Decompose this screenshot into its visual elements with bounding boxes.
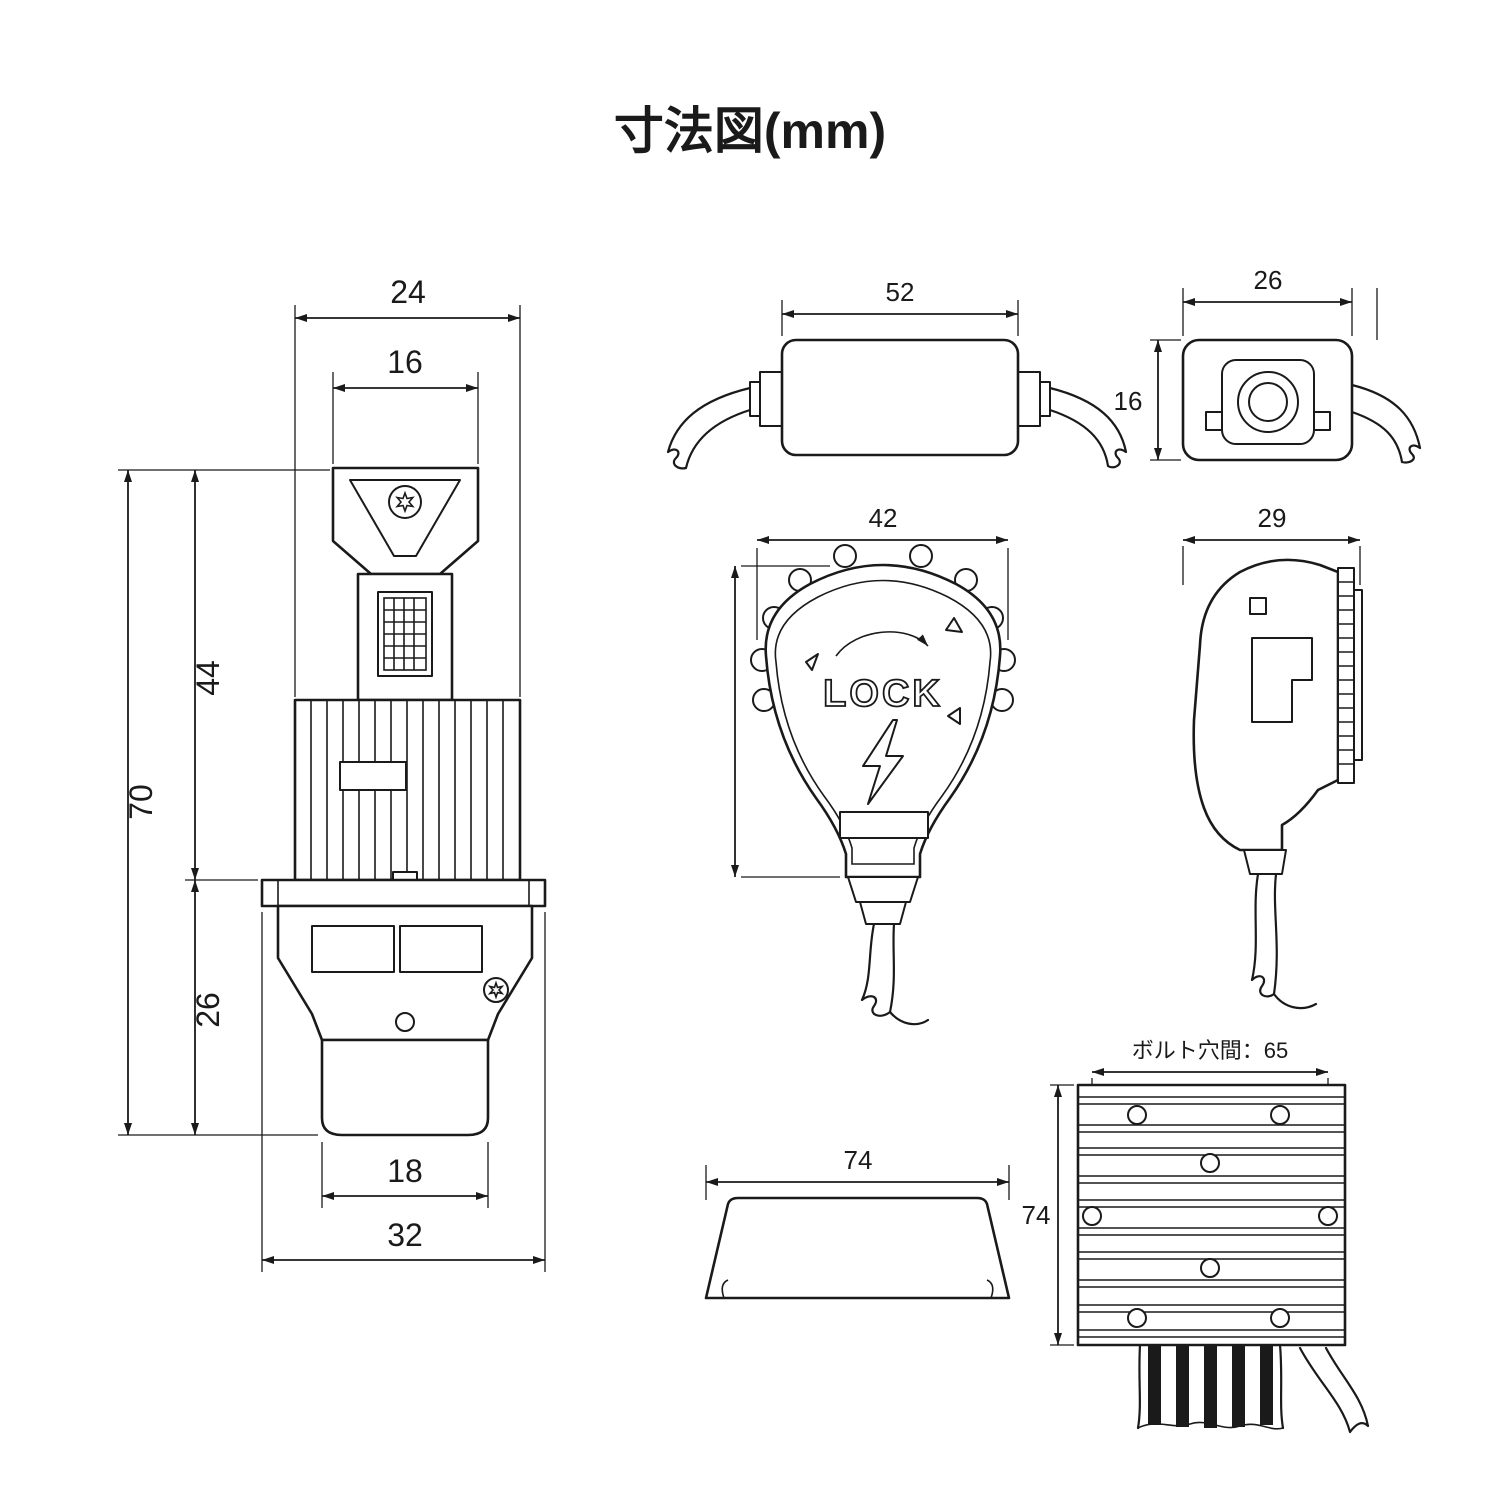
dim-label-24: 24 (390, 274, 426, 310)
bulb-body (260, 466, 547, 1137)
bolt-hole (1127, 1105, 1147, 1125)
dim-label-29: 29 (1258, 503, 1287, 533)
bulb-bottom-cylinder (320, 1038, 490, 1137)
driver-cable-right (1048, 386, 1128, 469)
torx-star-icon (395, 490, 415, 514)
bolt-hole (1200, 1258, 1220, 1278)
heatsink-block (1076, 1083, 1347, 1347)
heatsink-side-cable (1298, 1346, 1370, 1434)
wire-stripe (1260, 1345, 1273, 1425)
indicator-triangle-left (805, 653, 819, 671)
dim-label-44: 44 (190, 660, 226, 696)
cover-lip-left (721, 1279, 729, 1299)
led-chip-grid (384, 598, 426, 670)
driver-cable-left (666, 386, 752, 470)
connector-body (764, 563, 1002, 879)
driver-end-ear-right (1313, 411, 1331, 431)
connector-boot (859, 901, 907, 925)
torx-screw-top (388, 485, 422, 519)
cover-lip-right (986, 1279, 994, 1299)
dim-bulb-bottom-outer: 32 (261, 912, 546, 1272)
dim-bulb-bottom-inner: 18 (321, 1142, 489, 1208)
bolt-hole (1270, 1105, 1290, 1125)
connector-ring-inner (1248, 382, 1288, 422)
fin-plate (339, 761, 407, 791)
dim-heatsink-height: 74 (1022, 1084, 1074, 1346)
driver-nub-left-small (749, 381, 761, 417)
wire-stripe (1232, 1345, 1245, 1427)
heatsink-wires (1136, 1343, 1370, 1434)
dim-driver-end-width: 26 (1182, 265, 1378, 340)
heatsink-rear-view: ボルト穴間：65 74 (1022, 1038, 1370, 1434)
driver-box-end-view: 26 16 (1114, 265, 1422, 464)
bolt-hole (1082, 1206, 1102, 1226)
driver-end-cable (1350, 383, 1422, 464)
dim-driver-end-height: 16 (1114, 339, 1181, 461)
connector-side-cable (1250, 872, 1318, 1010)
driver-nub-right-small (1039, 381, 1051, 417)
dim-driver-width: 52 (781, 277, 1019, 336)
bolt-hole (1127, 1308, 1147, 1328)
dim-label-74-heatsink: 74 (1022, 1200, 1051, 1230)
power-connector-side-view: 29 (1182, 503, 1363, 1010)
rotate-arrow-icon (835, 631, 929, 657)
indicator-triangle-right (947, 707, 961, 725)
dim-label-32: 32 (387, 1217, 423, 1253)
heatsink-bolt-holes (1082, 1105, 1338, 1328)
dim-cover-width: 74 (705, 1145, 1010, 1200)
side-step-block (1251, 637, 1313, 723)
base-center-hole (395, 1012, 415, 1032)
plate-hatch (1338, 581, 1354, 765)
cover-body (704, 1196, 1011, 1300)
dim-bulb-heights: 70 44 26 (118, 469, 330, 1136)
wire-stripe (1148, 1345, 1161, 1425)
dim-label-18: 18 (387, 1153, 423, 1189)
dim-label-16-end: 16 (1114, 386, 1143, 416)
mounting-plate-strip (1353, 589, 1363, 761)
power-connector-front-view: 42 LOCK (731, 503, 1016, 1026)
driver-end-ear-left (1205, 411, 1223, 431)
wire-cut-line (1137, 1421, 1284, 1430)
side-small-square (1249, 597, 1267, 615)
dim-label-26: 26 (190, 992, 226, 1028)
driver-nub-right (1017, 371, 1041, 427)
driver-nub-left (759, 371, 783, 427)
rubber-cover-side-view: 74 (704, 1145, 1011, 1300)
bolt-hole (1200, 1153, 1220, 1173)
connector-side-boot (1243, 849, 1287, 875)
dim-label-52: 52 (886, 277, 915, 307)
terminal-right (399, 925, 483, 973)
dim-connector-width: 42 (756, 503, 1009, 640)
bulb-front-view: 24 16 70 44 26 (118, 274, 547, 1272)
bulb-flange (260, 878, 547, 908)
bolt-spacing-label: ボルト穴間：65 (1132, 1038, 1288, 1063)
page-title: 寸法図(mm) (614, 103, 886, 159)
dim-connector-side-width: 29 (1182, 503, 1361, 585)
dim-label-42: 42 (869, 503, 898, 533)
wire-stripe (1204, 1345, 1217, 1428)
dim-bulb-top-inner: 16 (332, 344, 479, 464)
torx-star-base-icon (487, 980, 505, 1000)
terminal-left (311, 925, 395, 973)
dim-label-26-end: 26 (1254, 265, 1283, 295)
lightning-bolt-icon (862, 719, 904, 805)
connector-cable (860, 922, 930, 1026)
lock-label: LOCK (823, 673, 943, 715)
bolt-hole (1318, 1206, 1338, 1226)
torx-screw-base (483, 977, 509, 1003)
indicator-triangle-top-right (945, 617, 963, 633)
connector-neck (847, 876, 919, 903)
dim-bulb-top-outer: 24 (294, 274, 521, 697)
dim-connector-height (731, 565, 840, 878)
dim-label-70: 70 (123, 784, 159, 820)
dim-label-74-cover: 74 (844, 1145, 873, 1175)
wire-stripe (1176, 1345, 1189, 1427)
driver-box-side-view: 52 (666, 277, 1128, 470)
flange-tabs (277, 880, 530, 906)
bolt-hole (1270, 1308, 1290, 1328)
dim-label-16: 16 (387, 344, 423, 380)
driver-box-body (780, 338, 1020, 457)
connector-bottom-window (839, 811, 929, 839)
